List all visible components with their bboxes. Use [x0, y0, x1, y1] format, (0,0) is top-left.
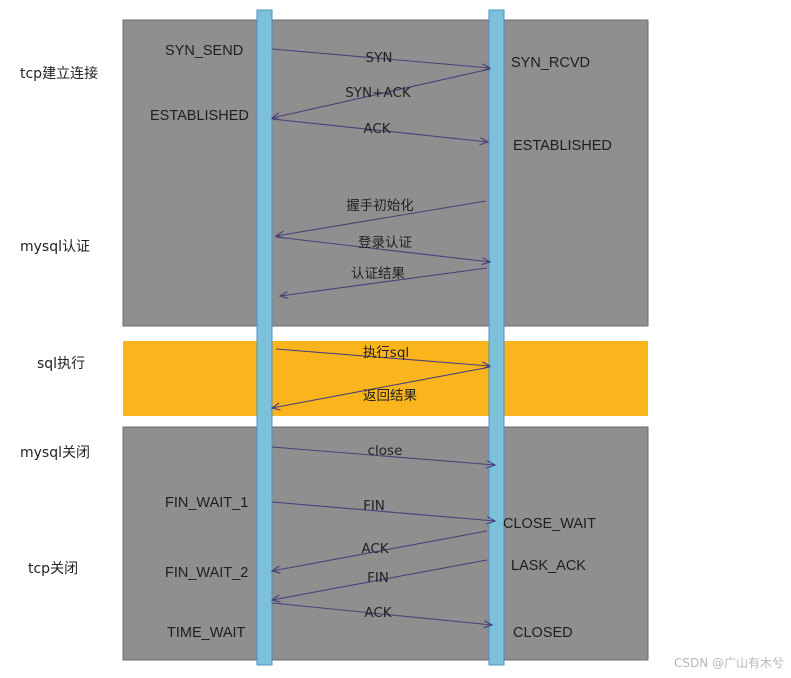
message-arrow-auth-result — [280, 267, 488, 296]
message-arrow-syn — [271, 48, 490, 68]
message-label-return-result: 返回结果 — [363, 388, 417, 404]
server-state-close-wait: CLOSE_WAIT — [503, 516, 596, 532]
message-label-auth-result: 认证结果 — [351, 266, 405, 282]
message-label-handshake-init: 握手初始化 — [346, 197, 414, 214]
message-label-ack: ACK — [363, 121, 391, 137]
phase-label-sql-exec: sql执行 — [37, 356, 85, 372]
message-arrow-close — [271, 446, 495, 465]
server-state-syn-rcvd: SYN_RCVD — [511, 55, 590, 71]
server-state-established: ESTABLISHED — [513, 138, 612, 154]
message-label-fin-1: FIN — [363, 498, 385, 514]
close-block — [122, 426, 649, 661]
message-arrow-login-auth — [275, 236, 490, 262]
phase-label-tcp-connect: tcp建立连接 — [20, 65, 98, 82]
phase-label-tcp-close: tcp关闭 — [28, 561, 78, 577]
client-state-established: ESTABLISHED — [150, 108, 249, 124]
client-state-syn-send: SYN_SEND — [165, 43, 243, 59]
message-arrow-ack-3 — [271, 602, 492, 625]
message-label-ack-3: ACK — [364, 605, 392, 621]
message-arrow-ack-2 — [272, 530, 488, 571]
message-arrow-return-result — [272, 366, 491, 408]
client-state-time-wait: TIME_WAIT — [167, 625, 246, 641]
message-label-login-auth: 登录认证 — [358, 235, 412, 251]
message-label-fin-2: FIN — [367, 570, 389, 586]
server-lifeline — [488, 9, 505, 666]
watermark: CSDN @广山有木兮 — [674, 656, 784, 670]
message-label-syn-ack: SYN+ACK — [345, 85, 412, 101]
server-state-closed: CLOSED — [513, 625, 573, 641]
tcp-connect-auth-block — [122, 19, 649, 327]
message-label-close: close — [368, 443, 403, 459]
message-arrow-fin-2 — [272, 559, 488, 600]
client-lifeline — [256, 9, 273, 666]
sql-exec-block — [123, 341, 648, 416]
message-arrow-fin-1 — [271, 501, 495, 521]
phase-label-mysql-close: mysql关闭 — [20, 445, 90, 461]
client-state-fin-wait-2: FIN_WAIT_2 — [165, 565, 248, 581]
phase-label-mysql-auth: mysql认证 — [20, 239, 90, 255]
client-state-fin-wait-1: FIN_WAIT_1 — [165, 495, 248, 511]
message-label-syn: SYN — [366, 50, 393, 66]
message-arrow-handshake-init — [276, 200, 487, 236]
message-arrow-syn-ack — [272, 68, 491, 118]
message-label-exec-sql: 执行sql — [363, 345, 409, 361]
server-state-lask-ack: LASK_ACK — [511, 558, 586, 574]
message-arrow-ack — [271, 118, 488, 142]
message-arrow-exec-sql — [275, 348, 490, 366]
message-label-ack-2: ACK — [361, 541, 389, 557]
